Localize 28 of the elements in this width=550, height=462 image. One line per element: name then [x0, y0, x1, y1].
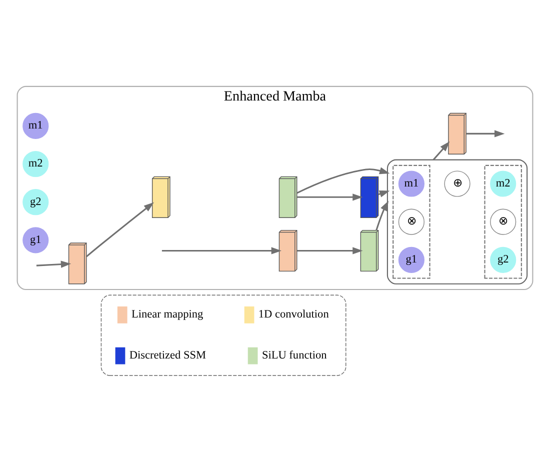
arrow [297, 247, 363, 254]
legend-label: Discretized SSM [129, 349, 206, 362]
node-box [100, 294, 346, 376]
legend-label: SiLU function [262, 349, 327, 362]
cluster [386, 159, 528, 284]
arrow [432, 141, 450, 160]
node-circle: g2 [22, 189, 49, 216]
arrow [376, 200, 389, 230]
cluster [484, 164, 522, 279]
arrow [36, 260, 72, 268]
arrow [466, 130, 505, 138]
node-circle: ⊕ [444, 170, 470, 197]
node-circle: g1 [22, 227, 49, 254]
cluster [392, 164, 430, 279]
node-circle: g2 [490, 246, 516, 273]
node-circle: m1 [22, 112, 49, 139]
node-circle: m2 [490, 170, 516, 197]
arrow [296, 167, 390, 194]
node-circle: ⊗ [490, 208, 516, 235]
legend-label: 1D convolution [258, 308, 329, 321]
node-circle: m1 [398, 170, 424, 197]
node-circle: ⊗ [398, 208, 424, 235]
arrow [162, 247, 282, 254]
legend-label: Linear mapping [132, 308, 204, 321]
arrow [297, 194, 363, 201]
node-circle: g1 [398, 246, 424, 273]
arrow [86, 202, 154, 258]
node-circle: m2 [22, 150, 49, 178]
